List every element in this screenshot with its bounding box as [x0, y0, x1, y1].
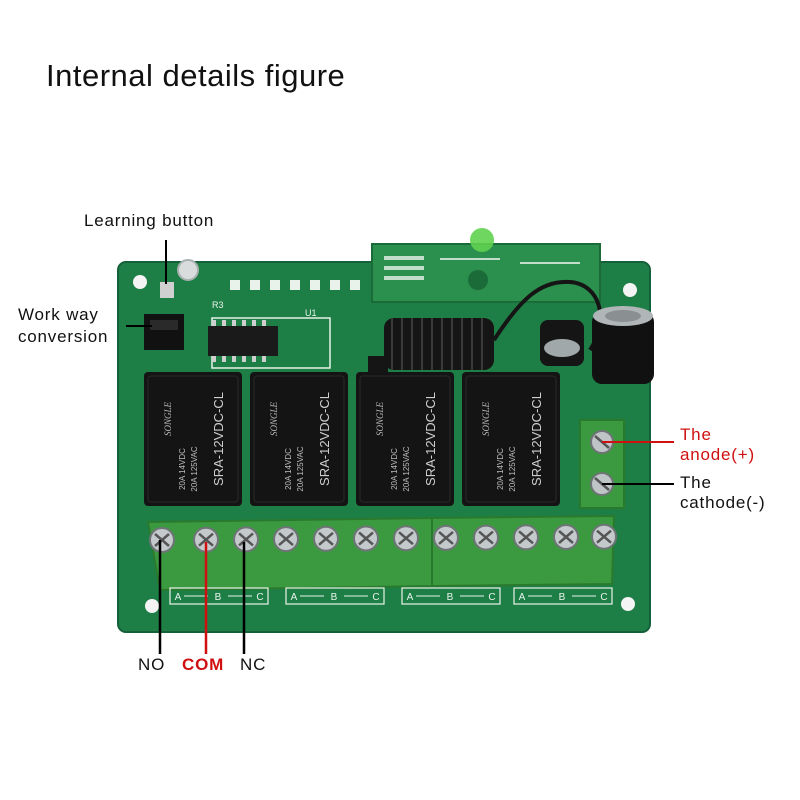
relay-model-text: SRA-12VDC-CL [317, 392, 332, 486]
terminal-letter: A [291, 592, 298, 603]
svg-text:U1: U1 [305, 308, 317, 318]
terminal-letter: C [256, 592, 263, 603]
anode-label-line2: anode(+) [680, 445, 755, 464]
com-label: COM [182, 655, 225, 674]
relay-rating-text: 20A 125VAC [402, 446, 411, 491]
led-green [470, 228, 494, 252]
relay-brand-text: SONGLE [375, 402, 385, 437]
antenna-coil [384, 279, 603, 370]
relay-brand-text: SONGLE [481, 402, 491, 437]
terminal-screw [473, 524, 499, 551]
rf-module [371, 243, 601, 303]
no-label: NO [138, 655, 166, 674]
nc-label: NC [240, 655, 267, 674]
jumper-component [144, 314, 184, 350]
relay-rating-text: 20A 125VAC [190, 446, 199, 491]
svg-text:R3: R3 [212, 300, 224, 310]
terminal-letter: C [600, 592, 607, 603]
relay-brand-text: SONGLE [269, 402, 279, 437]
led-indicator [177, 259, 199, 281]
mounting-hole [133, 275, 147, 289]
capacitor-large [592, 306, 654, 384]
mounting-hole [621, 597, 635, 611]
relay-model-text: SRA-12VDC-CL [423, 392, 438, 486]
terminal-screw [353, 525, 379, 552]
anode-label-line1: The [680, 425, 712, 444]
terminal-screw [233, 526, 259, 553]
relay-model-text: SRA-12VDC-CL [211, 392, 226, 486]
mounting-hole [623, 283, 637, 297]
terminal-screw [553, 524, 579, 550]
terminal-letter: A [519, 592, 526, 603]
terminal-letter: A [407, 592, 414, 603]
work-way-label-line2: conversion [18, 327, 109, 346]
abc-silkscreen: A B C [513, 587, 613, 605]
capacitor-small [540, 320, 584, 366]
terminal-letter: B [331, 592, 338, 603]
work-way-label-line1: Work way [18, 305, 99, 324]
terminal-screw [591, 523, 617, 550]
cathode-label-line1: The [680, 473, 712, 492]
relay-model-text: SRA-12VDC-CL [529, 392, 544, 486]
terminal-letter: B [447, 592, 454, 603]
terminal-letter: B [559, 592, 566, 603]
cathode-label-line2: cathode(-) [680, 493, 766, 512]
terminal-screw [313, 525, 339, 552]
learning-button-component [160, 282, 174, 298]
power-terminal-block [579, 419, 625, 509]
relay-rating-text: 20A 14VDC [178, 448, 187, 490]
terminal-screw [393, 525, 419, 552]
abc-silkscreen: A B C [401, 587, 501, 605]
terminal-letter: B [215, 592, 222, 603]
ic-chip [208, 326, 278, 356]
terminal-letter: C [372, 592, 379, 603]
relay-rating-text: 20A 14VDC [390, 448, 399, 490]
relay-rating-text: 20A 125VAC [508, 446, 517, 491]
terminal-screw [149, 527, 175, 553]
terminal-screw [273, 526, 299, 553]
terminal-screw [513, 524, 539, 551]
relay-brand-text: SONGLE [163, 402, 173, 437]
learning-button-label: Learning button [84, 211, 215, 230]
abc-silkscreen: A B C [169, 587, 269, 605]
terminal-letter: C [488, 592, 495, 603]
terminal-letter: A [175, 592, 182, 603]
relay-rating-text: 20A 14VDC [496, 448, 505, 490]
mounting-hole [145, 599, 159, 613]
relay-rating-text: 20A 14VDC [284, 448, 293, 490]
output-terminal-strip [146, 514, 617, 592]
terminal-screw [193, 526, 219, 553]
terminal-screw [433, 524, 459, 551]
page-title: Internal details figure [46, 58, 346, 93]
relay-rating-text: 20A 125VAC [296, 446, 305, 491]
abc-silkscreen: A B C [285, 587, 385, 605]
